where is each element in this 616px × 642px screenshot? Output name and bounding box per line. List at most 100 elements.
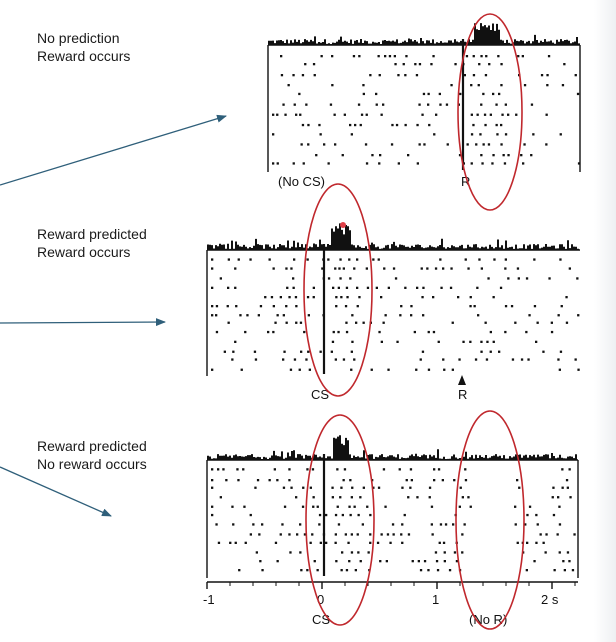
spike-dot xyxy=(418,143,421,146)
spike-dot xyxy=(432,296,435,299)
spike-dot xyxy=(489,113,492,116)
spike-dot xyxy=(474,358,478,361)
spike-dot xyxy=(466,143,469,146)
spike-dot xyxy=(487,143,491,146)
spike-dot xyxy=(401,486,404,489)
spike-dot xyxy=(454,63,457,66)
spike-dot xyxy=(427,92,430,96)
spike-dot xyxy=(237,258,240,261)
spike-dot xyxy=(535,513,538,517)
spike-dot xyxy=(362,84,365,87)
spike-dot xyxy=(340,486,343,489)
spike-dot xyxy=(334,267,337,270)
panel-bottom-label-line1: Reward predicted xyxy=(37,438,147,454)
spike-dot xyxy=(558,505,561,508)
spike-dot xyxy=(298,92,301,96)
spike-dot xyxy=(453,551,457,554)
spike-dot xyxy=(467,496,470,499)
spike-dot xyxy=(222,468,225,471)
spike-dot xyxy=(478,63,481,66)
spike-dot xyxy=(236,468,239,471)
spike-dot xyxy=(437,468,441,471)
spike-dot xyxy=(416,496,419,499)
spike-dot xyxy=(337,523,341,526)
spike-dot xyxy=(292,162,295,165)
spike-dot xyxy=(353,358,356,361)
spike-dot xyxy=(312,496,315,499)
spike-dot xyxy=(504,103,507,106)
spike-dot xyxy=(286,286,289,289)
spike-dot xyxy=(343,113,346,116)
spike-dot xyxy=(442,267,445,270)
spike-dot xyxy=(525,569,528,572)
spike-dot xyxy=(272,305,275,308)
spike-dot xyxy=(458,154,462,157)
spike-dot xyxy=(518,486,521,489)
spike-dot xyxy=(272,267,275,270)
x-tick-label-neg1: -1 xyxy=(203,592,215,607)
spike-dot xyxy=(416,162,419,165)
spike-dot xyxy=(528,505,532,508)
spike-dot xyxy=(516,267,520,270)
spike-dot xyxy=(432,55,435,58)
spike-dot xyxy=(533,560,536,563)
spike-dot xyxy=(283,350,286,353)
spike-dot xyxy=(295,496,298,499)
spike-dot xyxy=(288,533,291,536)
spike-dot xyxy=(261,569,264,572)
spike-dot xyxy=(211,505,214,508)
spike-dot xyxy=(477,84,480,87)
highlight-ellipse-bottom-cs xyxy=(305,414,375,626)
spike-dot xyxy=(563,63,566,66)
spike-dot xyxy=(480,55,483,58)
spike-dot xyxy=(395,123,399,127)
spike-dot xyxy=(438,92,441,96)
spike-dot xyxy=(322,258,325,261)
spike-dot xyxy=(559,350,563,353)
spike-dot xyxy=(244,541,247,544)
spike-dot xyxy=(411,560,414,563)
spike-dot xyxy=(318,513,322,517)
spike-dot xyxy=(300,569,303,572)
spike-dot xyxy=(211,305,214,308)
spike-dot xyxy=(457,296,460,299)
spike-dot xyxy=(347,541,350,544)
spike-dot xyxy=(504,330,507,334)
spike-dot xyxy=(339,277,342,280)
spike-dot xyxy=(304,63,307,66)
spike-dot xyxy=(565,296,568,299)
spike-dot xyxy=(550,330,554,334)
spike-dot xyxy=(355,321,358,324)
spike-dot xyxy=(557,358,560,361)
spike-dot xyxy=(423,143,426,146)
spike-dot xyxy=(542,541,545,544)
spike-dot xyxy=(359,496,362,499)
spike-dot xyxy=(301,505,305,508)
spike-dot xyxy=(470,113,473,116)
spike-dot xyxy=(418,63,422,66)
spike-dot xyxy=(284,113,287,116)
spike-dot xyxy=(440,286,443,289)
spike-dot xyxy=(299,551,302,554)
spike-dot xyxy=(336,505,339,508)
spike-dot xyxy=(365,267,368,270)
spike-dot xyxy=(256,479,260,482)
spike-dot xyxy=(517,277,520,280)
spike-dot xyxy=(521,55,524,58)
spike-dot xyxy=(487,277,490,280)
spike-dot xyxy=(545,533,548,536)
spike-dot xyxy=(536,321,539,324)
spike-dot xyxy=(499,286,503,289)
spike-dot xyxy=(217,541,221,544)
spike-dot xyxy=(349,277,352,280)
spike-dot xyxy=(231,358,234,361)
spike-dot xyxy=(483,113,487,116)
spike-dot xyxy=(387,368,390,371)
spike-dot xyxy=(430,523,433,526)
spike-dot xyxy=(400,305,403,308)
spike-dot xyxy=(413,330,416,334)
spike-dot xyxy=(345,330,349,334)
spike-dot xyxy=(227,321,230,324)
spike-dot xyxy=(238,569,241,572)
spike-dot xyxy=(242,468,245,471)
